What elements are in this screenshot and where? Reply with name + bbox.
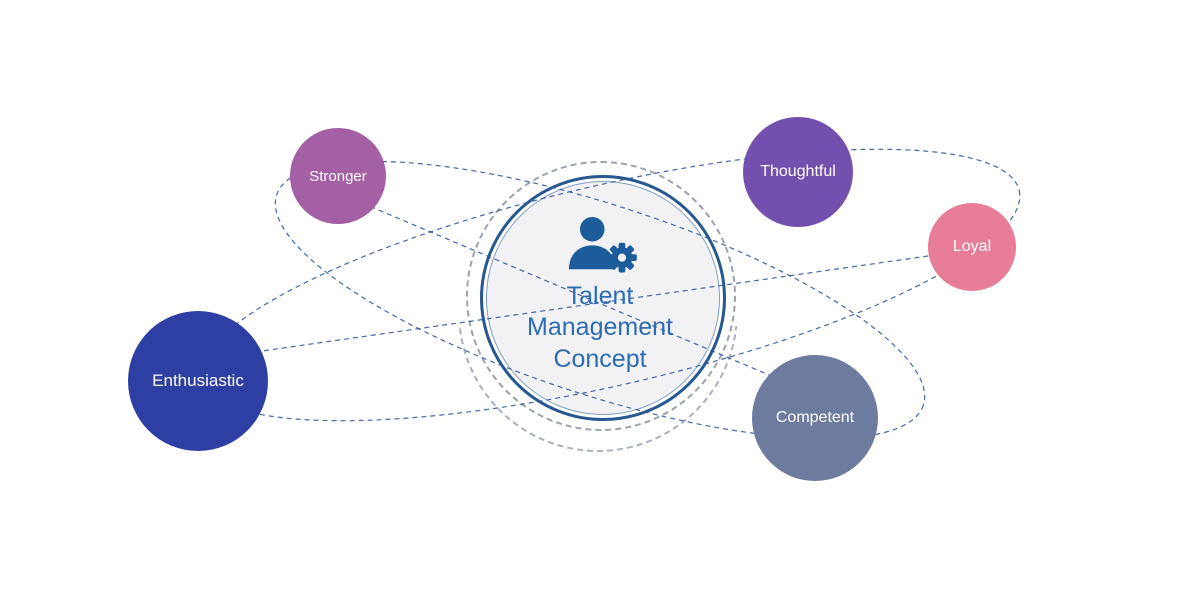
satellite-stronger: Stronger [290,128,386,224]
center-content: Talent Management Concept [480,175,720,415]
satellite-label: Enthusiastic [152,371,244,390]
satellite-loyal: Loyal [928,203,1016,291]
satellite-competent: Competent [752,355,878,481]
satellite-label: Competent [775,409,855,426]
satellite-thoughtful: Thoughtful [743,117,853,227]
satellite-enthusiastic: Enthusiastic [128,311,268,451]
satellite-label: Loyal [952,238,992,255]
satellite-label: Thoughtful [760,163,836,180]
center-label: Talent Management Concept [527,282,673,373]
satellite-label: Stronger [309,167,367,185]
person-gear-icon [569,217,637,273]
